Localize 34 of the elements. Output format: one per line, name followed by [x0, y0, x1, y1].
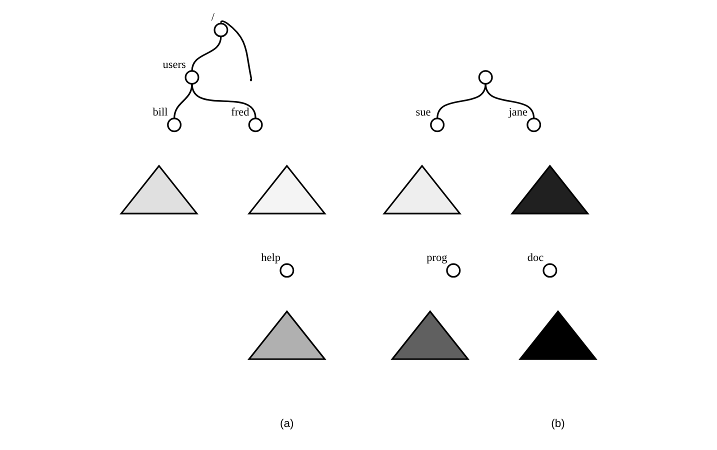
node-triangle	[247, 310, 326, 360]
node-triangle	[510, 164, 590, 214]
node-triangle	[518, 310, 598, 360]
connector	[191, 36, 222, 72]
node-circle	[526, 118, 542, 132]
node-circle	[184, 70, 200, 85]
node-label: /	[211, 11, 214, 24]
node-label: bill	[152, 106, 168, 118]
node-triangle	[382, 164, 462, 214]
node-circle	[446, 263, 461, 278]
connector	[436, 84, 486, 119]
node-triangle	[120, 164, 198, 214]
node-label: help	[261, 252, 281, 264]
node-triangle	[390, 310, 470, 360]
label: (b)	[551, 418, 565, 430]
node-label: doc	[527, 252, 544, 264]
node-circle	[542, 263, 558, 278]
node-label: jane	[508, 106, 528, 118]
connector	[484, 84, 535, 119]
node-label: users	[162, 58, 186, 71]
label: (a)	[280, 418, 294, 430]
node-triangle	[247, 164, 326, 214]
node-circle	[214, 22, 228, 38]
node-label: sue	[416, 106, 431, 118]
node-circle	[167, 118, 182, 132]
connector	[220, 20, 252, 81]
node-circle	[248, 118, 263, 132]
connector	[191, 84, 256, 119]
node-circle	[430, 118, 445, 132]
connector	[174, 84, 193, 118]
node-circle	[478, 70, 493, 85]
node-label: fred	[231, 106, 250, 118]
node-label: prog	[426, 252, 448, 264]
node-circle	[280, 263, 294, 278]
